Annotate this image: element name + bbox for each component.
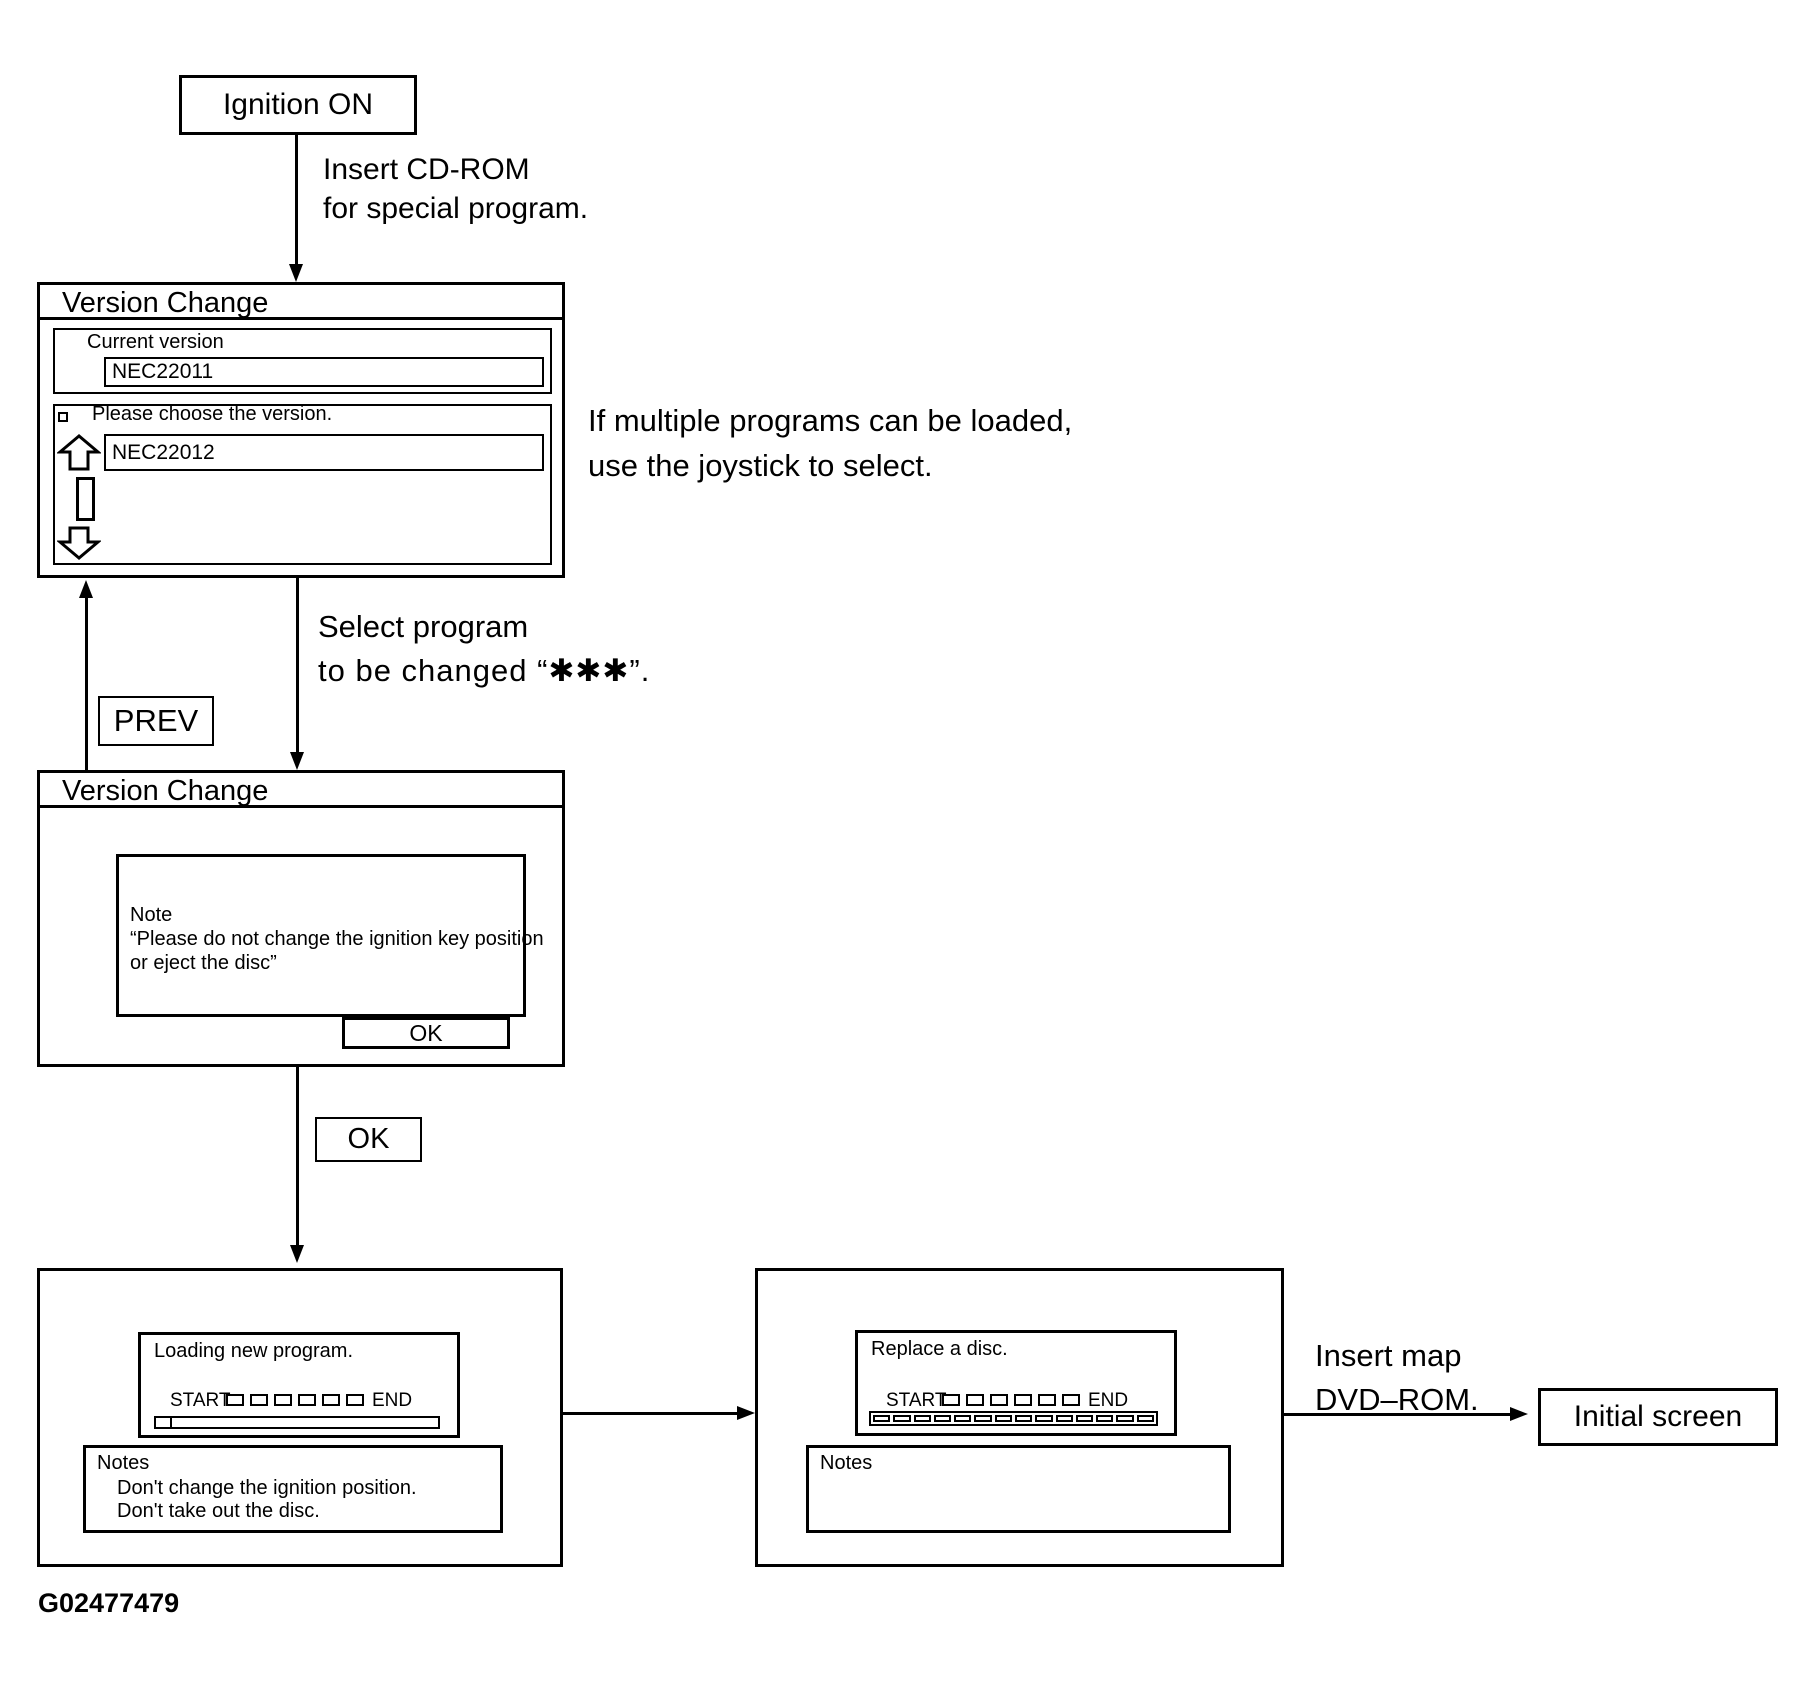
joystick-annotation: If multiple programs can be loaded, use … [588, 403, 1073, 483]
screen3-start-label: START [170, 1390, 231, 1411]
arrowhead-down-icon [290, 752, 304, 770]
screen2-title-divider [40, 805, 562, 808]
ignition-on-node: Ignition ON [179, 75, 417, 135]
choose-version-panel [53, 404, 552, 565]
figure-id: G02477479 [38, 1588, 180, 1618]
screen3-notes-title: Notes [97, 1452, 150, 1474]
ok-key-label: OK [347, 1123, 390, 1155]
choose-version-prompt: Please choose the version. [92, 403, 333, 425]
prev-key-node: PREV [98, 696, 214, 746]
initial-screen-node: Initial screen [1538, 1388, 1778, 1446]
ignition-on-label: Ignition ON [222, 88, 374, 121]
current-version-field: NEC22011 [104, 357, 544, 387]
scroll-track-bar [76, 477, 95, 521]
screen4-notes-box [806, 1445, 1231, 1533]
note-dialog [116, 854, 526, 1017]
loading-message: Loading new program. [154, 1340, 354, 1362]
arrowhead-up-icon [79, 580, 93, 598]
ok-key-node: OK [315, 1117, 422, 1162]
connector-screen2-to-screen3 [296, 1067, 299, 1245]
screen3-notes-text: Don't change the ignition position. Don'… [117, 1477, 417, 1522]
note-dialog-text: Note “Please do not change the ignition … [130, 904, 544, 974]
screen3-notes-box [83, 1445, 503, 1533]
screen3-progress-indicator [226, 1394, 364, 1406]
scroll-up-icon [55, 434, 103, 471]
selected-version-value: NEC22012 [112, 440, 215, 464]
insert-cdrom-annotation: Insert CD-ROM for special program. [323, 153, 589, 225]
scroll-down-icon [55, 526, 103, 560]
connector-screen3-to-screen4 [563, 1412, 739, 1415]
selected-version-field: NEC22012 [104, 434, 544, 471]
dialog-ok-label: OK [409, 1019, 443, 1046]
arrowhead-down-icon [289, 264, 303, 282]
screen4-progress-indicator [942, 1394, 1080, 1406]
initial-screen-label: Initial screen [1573, 1400, 1743, 1433]
screen4-end-label: END [1088, 1390, 1129, 1411]
connector-screen2-to-screen1 [85, 596, 88, 770]
arrowhead-right-icon [737, 1406, 755, 1420]
screen1-title: Version Change [62, 287, 269, 319]
arrowhead-right-icon [1510, 1407, 1528, 1421]
current-version-label: Current version [87, 331, 224, 353]
insert-dvd-annotation: Insert map DVD–ROM. [1315, 1338, 1479, 1417]
arrowhead-down-icon [290, 1245, 304, 1263]
screen4-progress-bar [869, 1411, 1158, 1426]
screen1-title-divider [40, 317, 562, 320]
screen4-notes-title: Notes [820, 1452, 873, 1474]
bullet-square-icon [58, 412, 68, 422]
connector-screen4-to-initial [1284, 1413, 1512, 1416]
screen4-start-label: START [886, 1390, 947, 1411]
screen3-end-label: END [372, 1390, 413, 1411]
prev-key-label: PREV [113, 703, 199, 738]
screen2-title: Version Change [62, 775, 269, 807]
current-version-value: NEC22011 [112, 360, 214, 383]
connector-ignition-to-screen1 [295, 135, 298, 266]
screen3-progress-bar [154, 1416, 440, 1429]
select-program-annotation: Select program to be changed “✱✱✱”. [318, 609, 651, 688]
connector-screen1-to-screen2 [296, 578, 299, 752]
replace-disc-message: Replace a disc. [871, 1338, 1008, 1360]
dialog-ok-button: OK [342, 1017, 510, 1049]
